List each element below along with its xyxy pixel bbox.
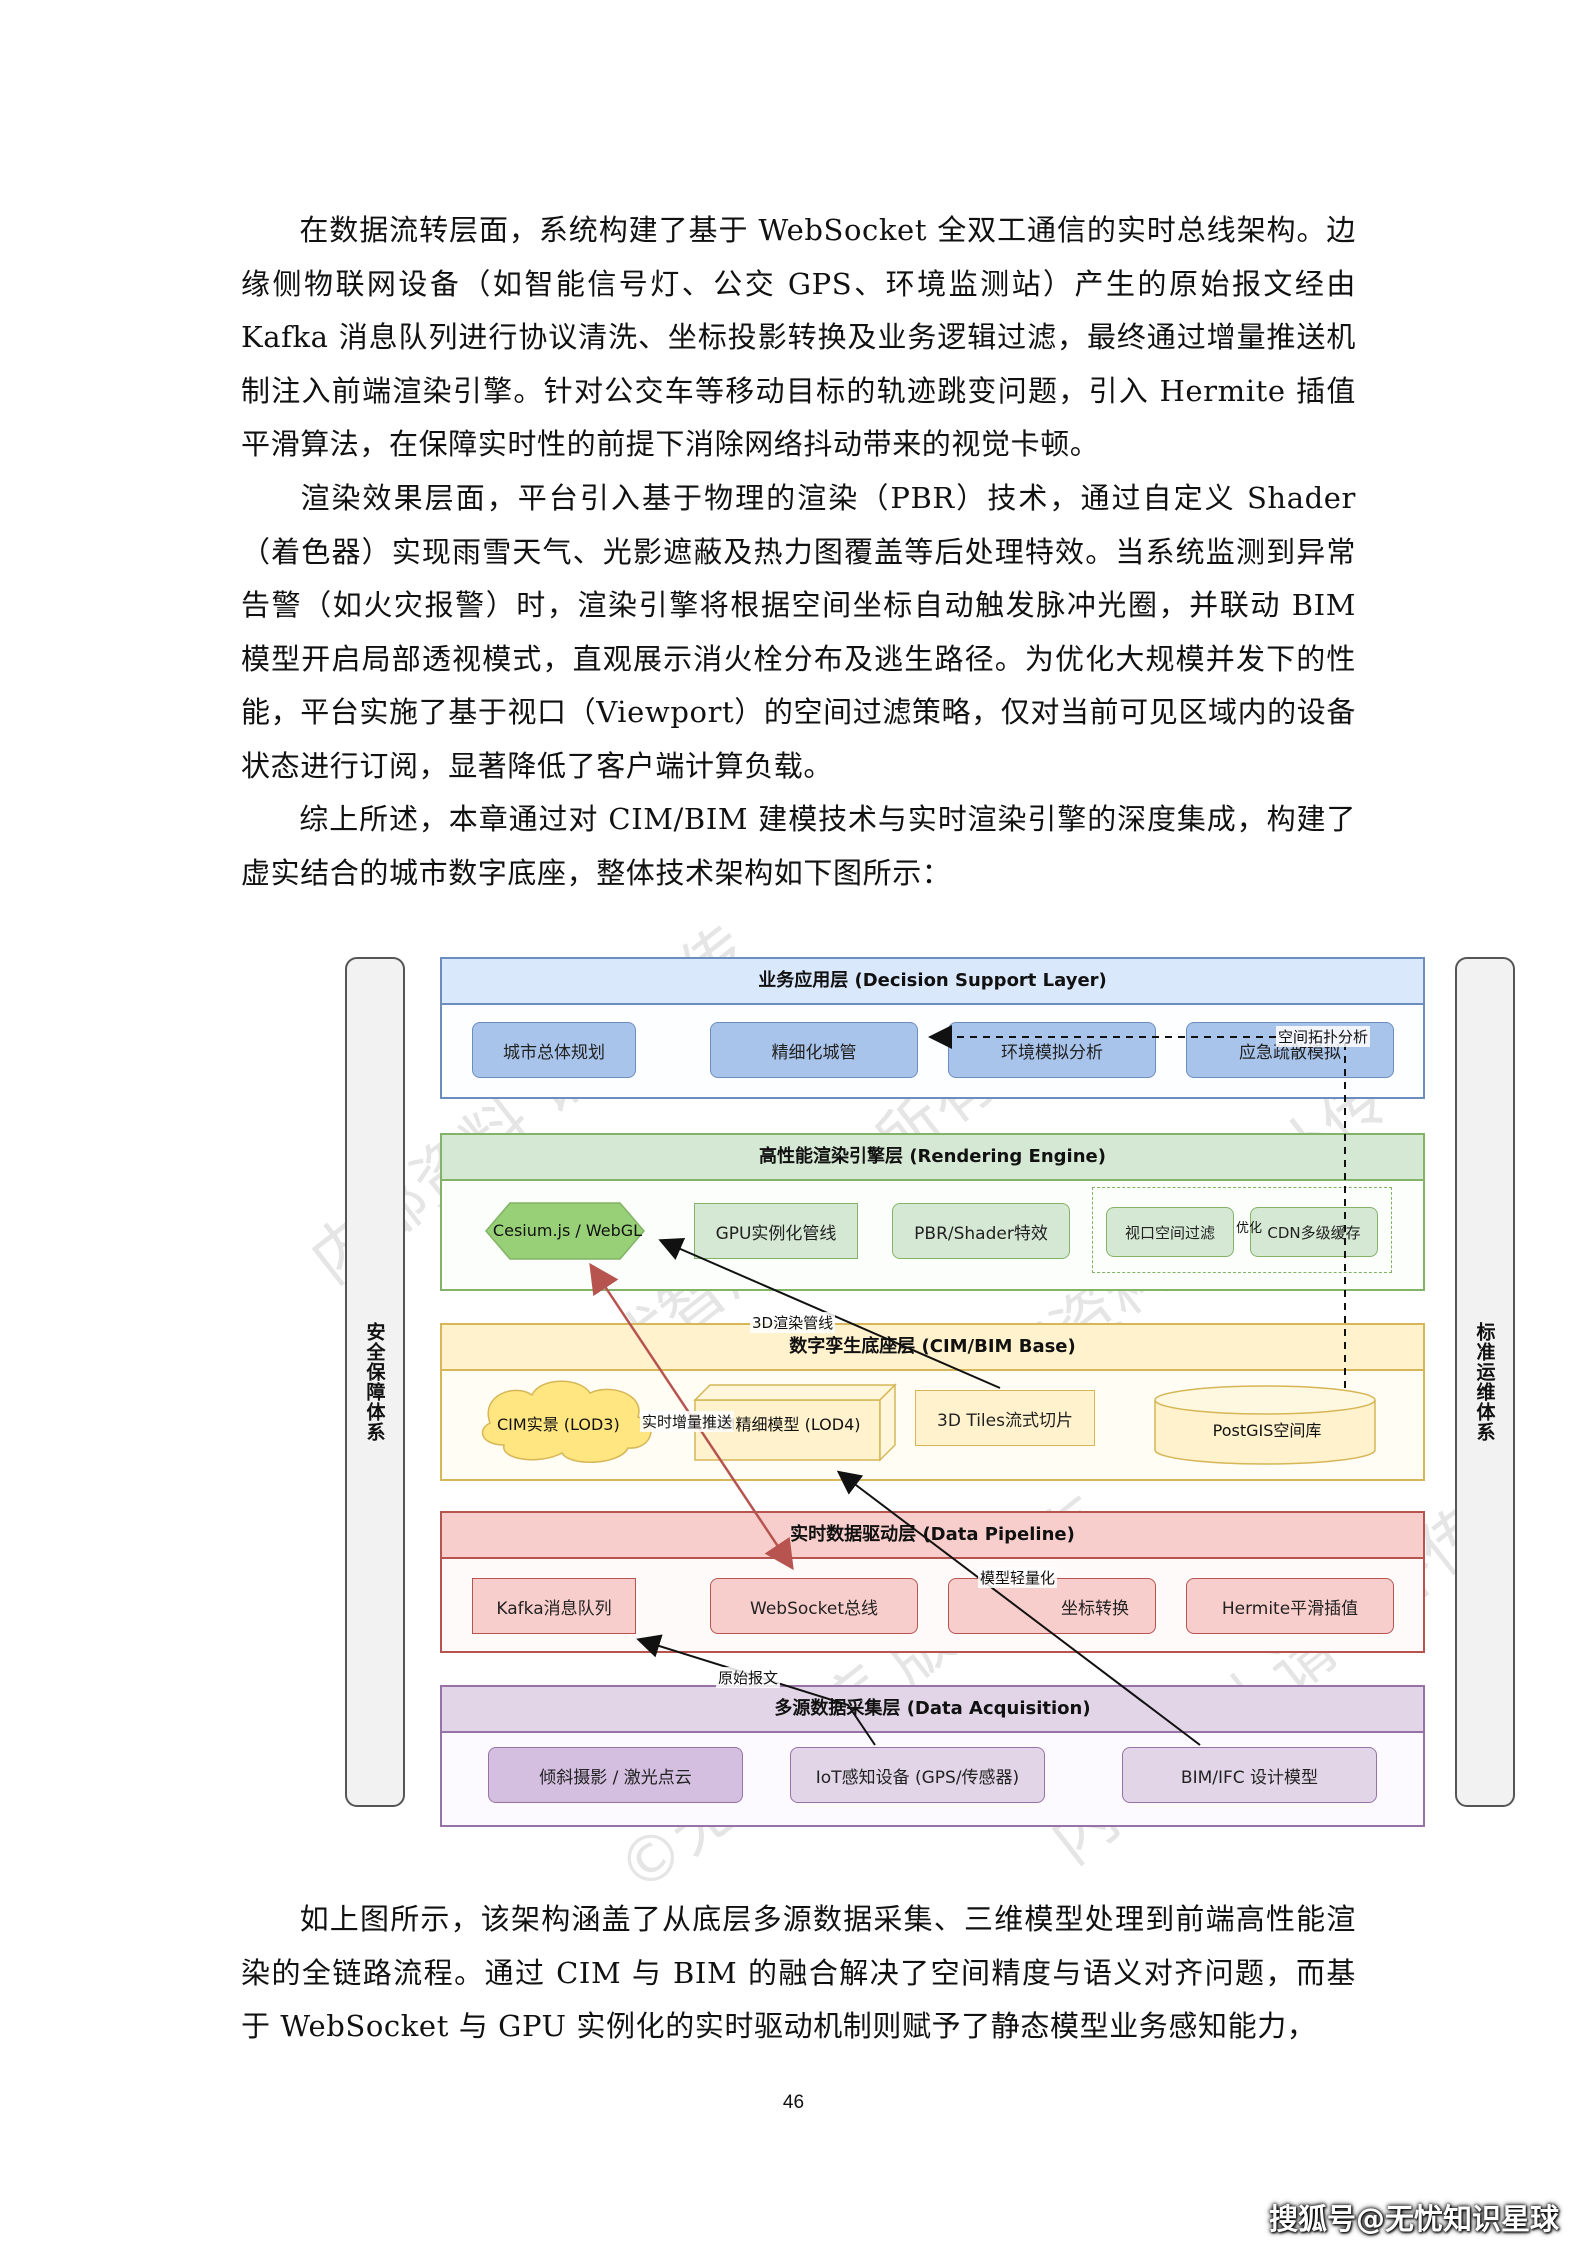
paragraph-conclusion: 如上图所示，该架构涵盖了从底层多源数据采集、三维模型处理到前端高性能渲染的全链路… (241, 1893, 1356, 2054)
layer-title: 业务应用层 (Decision Support Layer) (442, 959, 1423, 1005)
box-iot-devices: IoT感知设备 (GPS/传感器) (790, 1747, 1045, 1803)
box-bim-ifc: BIM/IFC 设计模型 (1122, 1747, 1377, 1803)
label-cesium: Cesium.js / WebGL (492, 1221, 643, 1240)
source-watermark: 搜狐号@无忧知识星球 (1268, 2202, 1559, 2236)
box-kafka-queue: Kafka消息队列 (472, 1578, 636, 1634)
paragraph-text: 如上图所示，该架构涵盖了从底层多源数据采集、三维模型处理到前端高性能渲染的全链路… (241, 1902, 1356, 2043)
edge-label-topology: 空间拓扑分析 (1276, 1026, 1371, 1047)
pillar-label: 标准运维体系 (1473, 1322, 1496, 1442)
box-websocket-bus: WebSocket总线 (710, 1578, 918, 1634)
layer-title: 多源数据采集层 (Data Acquisition) (442, 1687, 1423, 1733)
paragraph-text: 在数据流转层面，系统构建了基于 WebSocket 全双工通信的实时总线架构。边… (241, 213, 1356, 461)
edge-label-3d-pipeline: 3D渲染管线 (750, 1312, 836, 1333)
layer-title: 数字孪生底座层 (CIM/BIM Base) (442, 1325, 1423, 1371)
label-bim-fine-model: BIM精细模型 (LOD4) (706, 1415, 861, 1434)
group-label-optimization: 优化 (1236, 1221, 1263, 1236)
optimization-group (1092, 1187, 1392, 1273)
box-gpu-instancing: GPU实例化管线 (694, 1203, 858, 1259)
box-oblique-photo: 倾斜摄影 / 激光点云 (488, 1747, 743, 1803)
architecture-diagram: 内部资料 请勿外传 ©无忧智库 版权所有 内部资料 请勿外传 ©无忧智库 版权所… (297, 913, 1560, 1908)
box-fine-management: 精细化城管 (710, 1022, 918, 1078)
layer-title: 高性能渲染引擎层 (Rendering Engine) (442, 1135, 1423, 1181)
right-pillar-operations: 标准运维体系 (1455, 957, 1515, 1807)
box-environment-sim: 环境模拟分析 (948, 1022, 1156, 1078)
box-3d-tiles: 3D Tiles流式切片 (915, 1390, 1095, 1446)
box-pbr-shader: PBR/Shader特效 (892, 1203, 1070, 1259)
left-pillar-security: 安全保障体系 (345, 957, 405, 1807)
edge-label-incremental-push: 实时增量推送 (640, 1411, 735, 1432)
box-cdn-cache: CDN多级缓存 (1250, 1207, 1378, 1257)
paragraph-rendering: 渲染效果层面，平台引入基于物理的渲染（PBR）技术，通过自定义 Shader（着… (241, 472, 1356, 793)
pillar-label: 安全保障体系 (363, 1322, 386, 1442)
box-label: 坐标转换 (1061, 1598, 1129, 1619)
box-urban-planning: 城市总体规划 (472, 1022, 636, 1078)
paragraph-summary: 综上所述，本章通过对 CIM/BIM 建模技术与实时渲染引擎的深度集成，构建了虚… (241, 793, 1356, 900)
box-hermite-interp: Hermite平滑插值 (1186, 1578, 1394, 1634)
label-postgis: PostGIS空间库 (1212, 1421, 1322, 1440)
box-viewport-filter: 视口空间过滤 (1106, 1207, 1234, 1257)
label-cim-realistic: CIM实景 (LOD3) (497, 1415, 620, 1434)
paragraph-data-flow: 在数据流转层面，系统构建了基于 WebSocket 全双工通信的实时总线架构。边… (241, 204, 1356, 472)
edge-label-lightweight: 模型轻量化 (978, 1567, 1058, 1588)
page-number: 46 (782, 2092, 805, 2113)
paragraph-text: 渲染效果层面，平台引入基于物理的渲染（PBR）技术，通过自定义 Shader（着… (241, 481, 1356, 783)
paragraph-text: 综上所述，本章通过对 CIM/BIM 建模技术与实时渲染引擎的深度集成，构建了虚… (241, 802, 1356, 890)
edge-label-raw-packet: 原始报文 (716, 1667, 781, 1688)
layer-title: 实时数据驱动层 (Data Pipeline) (442, 1513, 1423, 1559)
